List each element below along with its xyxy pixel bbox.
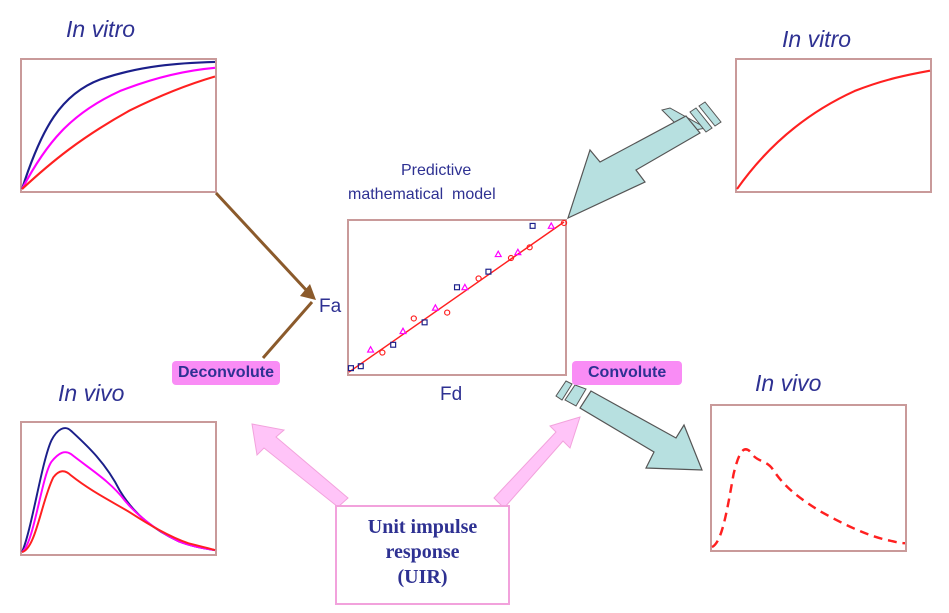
model-scatter-plot [347,219,568,376]
uir-box: Unit impulse response (UIR) [335,505,510,605]
scatter-point-square [453,284,461,291]
scatter-point-triangle [494,249,503,258]
scatter-point-circle [475,275,482,282]
uir-line2: response [385,541,460,563]
regression-line [348,221,565,373]
scatter-point-circle [507,254,515,262]
in-vivo-right-title: In vivo [755,370,822,396]
scatter-point-triangle [366,345,375,353]
scatter-point-square [357,363,364,370]
pink-arrow-uir-to-convolute [493,416,581,509]
uir-line3: (UIR) [397,566,448,588]
model-x-label: Fd [440,384,463,405]
scatter-point-square [421,319,428,326]
model-title-line2: mathematical model [348,186,496,203]
scatter-point-triangle [399,326,407,335]
scatter-point-circle [526,244,533,251]
dissolution-curve-slow [21,75,216,190]
in-vivo-right-plot [710,404,907,552]
scatter-point-circle [444,309,451,316]
scatter-point-square [485,268,492,275]
brown-arrow-in-vitro-to-fa [214,191,316,300]
pink-arrow-uir-to-deconvolute [251,423,349,508]
in-vivo-left-title: In vivo [58,380,125,406]
scatter-point-square [529,222,536,229]
scatter-point-triangle [547,221,556,229]
scatter-point-square [390,341,397,348]
teal-arrow-to-in-vivo [555,380,703,471]
teal-arrow-to-model [567,101,722,220]
in-vitro-left-title: In vitro [66,16,136,42]
scatter-point-circle [560,219,568,227]
convolute-label: Convolute [572,361,683,385]
model-title-line1: Predictive [401,162,472,179]
predicted-plasma-curve [711,448,906,549]
scatter-point-circle [379,349,386,356]
in-vivo-left-plot [20,421,217,556]
brown-arrow-deconvolute-to-fa [261,301,314,359]
dissolution-curve-medium [21,66,216,190]
in-vitro-right-title: In vitro [782,26,852,52]
scatter-point-square [347,365,355,372]
in-vitro-right-plot [735,58,932,193]
uir-line1: Unit impulse [367,516,478,538]
scatter-point-triangle [460,283,469,291]
dissolution-curve-single [736,69,931,190]
plasma-curve-slow [21,470,216,554]
scatter-point-circle [410,315,417,322]
scatter-point-triangle [431,303,440,311]
scatter-point-triangle [513,248,522,256]
plasma-curve-medium [21,451,216,553]
dissolution-curve-fast [20,60,216,190]
deconvolute-label: Deconvolute [172,361,281,385]
plasma-curve-fast [21,427,216,553]
model-y-label: Fa [319,296,342,317]
in-vitro-left-plot [20,58,217,193]
